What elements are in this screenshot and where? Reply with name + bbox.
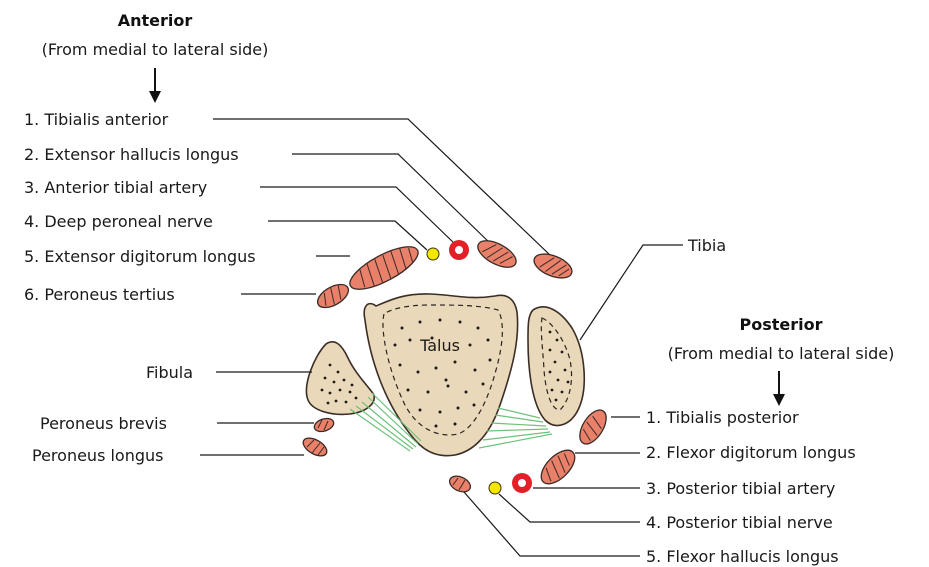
leader-tibia [580,245,683,340]
deep-peroneal-nerve-dot [427,248,439,260]
label-tibia: Tibia [687,236,726,255]
leader-anterior-tibial-artery [260,187,456,245]
muscle-flexor-hallucis-longus [447,473,473,495]
muscle-extensor-digitorum-longus [344,239,423,298]
anterior-tibial-artery-ring [449,240,469,260]
muscle-flexor-digitorum-longus [535,444,580,489]
leader-deep-peroneal-nerve [268,221,427,250]
talus-bone: Talus [364,294,517,456]
muscle-peroneus-brevis [313,416,336,434]
muscle-tibialis-anterior [531,249,576,283]
posterior-subtitle: (From medial to lateral side) [668,344,895,363]
tibia-bone [528,307,584,426]
posterior-arrow [773,371,785,406]
anterior-subtitle: (From medial to lateral side) [42,40,269,59]
label-extensor-digitorum-longus: 5. Extensor digitorum longus [24,247,256,266]
posterior-tibial-artery-ring [512,473,532,493]
leader-posterior-tibial-nerve [499,494,640,522]
leader-extensor-hallucis-longus [292,154,493,246]
label-posterior-tibial-nerve: 4. Posterior tibial nerve [646,513,833,532]
muscle-peroneus-longus [300,434,330,459]
label-peroneus-brevis: Peroneus brevis [40,414,167,433]
talus-label: Talus [419,336,460,355]
label-fibula: Fibula [146,363,193,382]
anterior-title: Anterior [118,11,193,30]
muscle-extensor-hallucis-longus [474,235,520,272]
posterior-title: Posterior [740,315,823,334]
label-anterior-tibial-artery: 3. Anterior tibial artery [24,178,207,197]
label-posterior-tibial-artery: 3. Posterior tibial artery [646,479,835,498]
label-peroneus-longus: Peroneus longus [32,446,164,465]
label-peroneus-tertius: 6. Peroneus tertius [24,285,175,304]
label-extensor-hallucis-longus: 2. Extensor hallucis longus [24,145,239,164]
label-flexor-hallucis-longus: 5. Flexor hallucis longus [646,547,839,566]
label-flexor-digitorum-longus: 2. Flexor digitorum longus [646,443,856,462]
muscle-peroneus-tertius [314,280,352,313]
anterior-arrow [149,68,161,103]
label-tibialis-anterior: 1. Tibialis anterior [24,110,169,129]
muscle-tibialis-posterior [574,406,611,449]
label-tibialis-posterior: 1. Tibialis posterior [646,408,799,427]
leader-flexor-hallucis-longus [464,492,640,556]
label-deep-peroneal-nerve: 4. Deep peroneal nerve [24,212,213,231]
posterior-tibial-nerve-dot [489,482,501,494]
